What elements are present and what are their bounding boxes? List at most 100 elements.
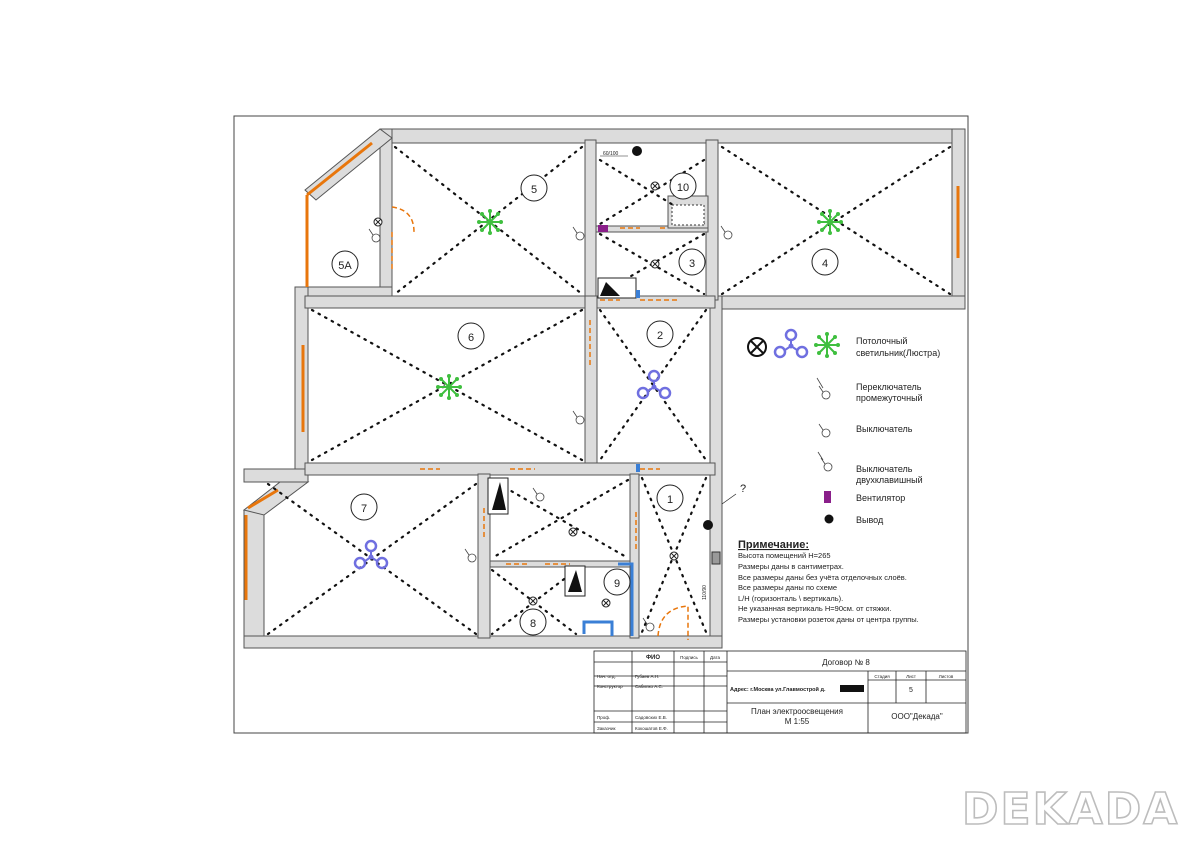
- dimension-label: 110/90: [702, 585, 708, 600]
- redacted-block: [840, 685, 864, 692]
- room-number: 8: [530, 618, 536, 630]
- room-number: 9: [614, 578, 620, 590]
- room-number: 6: [468, 332, 474, 344]
- role-cell: Проф.: [597, 715, 610, 720]
- legend-label: промежуточный: [856, 393, 923, 403]
- room-label: 2: [646, 320, 674, 348]
- room-label: 9: [603, 568, 631, 596]
- switch-icon: [720, 225, 733, 240]
- legend-label: двухклавишный: [856, 475, 923, 485]
- spot-light-icon: [373, 217, 383, 227]
- chandelier-icon: [435, 373, 463, 401]
- room-number: 3: [689, 258, 695, 270]
- sheets-label: Листов: [939, 674, 954, 679]
- legend-label: светильник(Люстра): [856, 348, 940, 358]
- name-cell: Губаев А.Н.: [635, 674, 659, 679]
- role-cell: Конструктор: [597, 684, 623, 689]
- contract-number: Договор № 8: [822, 658, 870, 667]
- role-cell: Нач. отд.: [597, 674, 616, 679]
- question-marker: ?: [740, 483, 746, 495]
- legend-outlet: Вывод: [824, 514, 884, 525]
- legend-label: Вентилятор: [856, 493, 905, 503]
- switch-icon: [818, 423, 831, 438]
- pipe-line: [582, 620, 614, 636]
- name-cell: Сабилко А.С.: [635, 684, 663, 689]
- room-number: 1: [667, 494, 673, 506]
- switch-icon: [532, 487, 545, 502]
- outlet-point-icon: [632, 146, 642, 156]
- legend-label: Выключатель: [856, 464, 913, 474]
- room-labels: 5А 5 10 3 4 6 2 7 1 9 8: [331, 172, 839, 636]
- legend-switch-intermediate: Переключатель промежуточный: [816, 377, 923, 403]
- spot-light-icon: [528, 596, 538, 606]
- fan-light-icon: [636, 369, 672, 400]
- room-number: 2: [657, 330, 663, 342]
- note-line: Размеры даны в сантиметрах.: [738, 562, 844, 571]
- room-label: 1: [656, 484, 684, 512]
- dekada-logo: DEKADA: [961, 784, 1179, 832]
- room-label: 6: [457, 322, 485, 350]
- room-label: 3: [678, 248, 706, 276]
- room-number: 4: [822, 258, 828, 270]
- role-cell: Заказчик: [597, 726, 616, 731]
- spot-light-legend-icon: [747, 337, 767, 357]
- address: Адрес: г.Москва ул.Главмострой д.: [730, 686, 826, 693]
- legend-fan: Вентилятор: [824, 491, 905, 503]
- note-line: Высота помещений Н=265: [738, 551, 831, 560]
- chandelier-icon: [476, 208, 504, 236]
- legend-ceiling-light: Потолочный светильник(Люстра): [747, 328, 940, 359]
- room-label: 5А: [331, 250, 359, 278]
- note-line: Размеры установки розеток даны от центра…: [738, 615, 919, 624]
- dimension-labels: 60/100 110/90 ?: [600, 151, 746, 600]
- watermark-text: DEKADA: [962, 784, 1179, 832]
- note-line: L/H (горизонталь \ вертикаль).: [738, 594, 843, 603]
- dimension-label: 60/100: [603, 151, 619, 157]
- title-block-text: ФИО Подпись Дата Нач. отд. Губаев А.Н. К…: [597, 655, 954, 731]
- company-name: ООО"Декада": [891, 712, 943, 721]
- note-line: Не указанная вертикаль Н=90см. от стяжки…: [738, 604, 891, 613]
- legend-label: Выключатель: [856, 424, 913, 434]
- sheet-number: 5: [909, 687, 913, 694]
- chandelier-icon: [816, 208, 844, 236]
- outlet-point-icon: [703, 520, 713, 530]
- room-label: 8: [519, 608, 547, 636]
- room-label: 4: [811, 248, 839, 276]
- legend: Потолочный светильник(Люстра) Переключат…: [747, 328, 940, 525]
- switch-icon: [368, 228, 381, 243]
- legend-label: Переключатель: [856, 382, 922, 392]
- legend-label: Потолочный: [856, 336, 907, 346]
- pipe-line: [618, 562, 634, 636]
- plan-scale: М 1:55: [785, 717, 810, 726]
- note-line: Все размеры даны без учёта отделочных сл…: [738, 573, 907, 582]
- spot-light-icon: [650, 181, 660, 191]
- room-number: 7: [361, 503, 367, 515]
- fan-light-legend-icon: [773, 328, 809, 359]
- notes: Примечание: Высота помещений Н=265 Разме…: [738, 539, 919, 624]
- fan-light-icon: [353, 539, 389, 570]
- spot-light-icon: [601, 598, 611, 608]
- stage-label: Стадия: [874, 674, 890, 679]
- windows: [244, 141, 960, 600]
- switch-icon: [464, 548, 477, 563]
- legend-switch: Выключатель: [818, 423, 913, 438]
- fixtures: [353, 146, 844, 636]
- spot-light-icon: [669, 551, 679, 561]
- notes-title: Примечание:: [738, 539, 809, 551]
- sheet-label: Лист: [906, 674, 916, 679]
- switch-icon: [572, 226, 585, 241]
- column-header: Дата: [710, 655, 720, 660]
- plan-title: План электроосвещения: [751, 707, 843, 716]
- legend-switch-double: Выключатель двухклавишный: [817, 451, 923, 485]
- spot-light-icon: [568, 527, 578, 537]
- room-label: 7: [350, 493, 378, 521]
- switch-intermediate-icon: [818, 385, 831, 400]
- chandelier-legend-icon: [813, 331, 841, 359]
- room-number: 5: [531, 184, 537, 196]
- fan-device-icon: [598, 225, 608, 232]
- name-cell: Садовских Е.В.: [635, 715, 667, 720]
- title-block: [593, 650, 967, 734]
- column-header: Подпись: [680, 655, 698, 660]
- walls: [242, 128, 966, 649]
- room-number: 10: [677, 182, 689, 194]
